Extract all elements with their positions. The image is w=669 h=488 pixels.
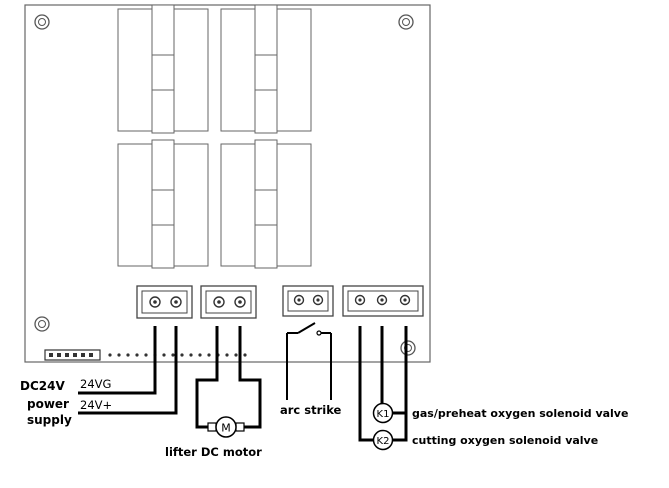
motor-wires bbox=[195, 326, 262, 429]
motor-symbol bbox=[207, 416, 245, 438]
label-arc-strike: arc strike bbox=[280, 403, 342, 417]
label-supply-line3: supply bbox=[27, 413, 72, 427]
relay-top-right bbox=[220, 4, 312, 134]
label-motor: lifter DC motor bbox=[165, 445, 262, 459]
k2-coil bbox=[372, 429, 394, 451]
label-k1-valve: gas/preheat oxygen solenoid valve bbox=[412, 407, 628, 420]
switch-contact bbox=[316, 330, 322, 336]
k2-symbol: K2 bbox=[377, 436, 390, 447]
terminal-power bbox=[136, 285, 193, 319]
relay-bottom-left bbox=[117, 139, 209, 269]
label-k2-valve: cutting oxygen solenoid valve bbox=[412, 434, 598, 447]
k1-symbol: K1 bbox=[377, 409, 390, 420]
motor-symbol-letter: M bbox=[221, 422, 231, 435]
mounting-hole-bottom-left bbox=[34, 316, 50, 332]
terminal-arc-strike bbox=[282, 285, 334, 317]
label-wire-24vg: 24VG bbox=[80, 377, 111, 391]
mounting-hole-top-left bbox=[34, 14, 50, 30]
power-wires bbox=[78, 326, 178, 415]
pin-header bbox=[44, 349, 101, 361]
k1-coil bbox=[372, 402, 394, 424]
arc-strike-switch bbox=[286, 322, 332, 400]
label-wire-24vplus: 24V+ bbox=[80, 398, 112, 412]
terminal-solenoid bbox=[342, 285, 424, 317]
relay-bottom-right bbox=[220, 139, 312, 269]
label-supply-line2: power bbox=[27, 397, 69, 411]
relay-top-left bbox=[117, 4, 209, 134]
terminal-motor bbox=[200, 285, 257, 319]
mounting-hole-top-right bbox=[398, 14, 414, 30]
solenoid-wires bbox=[358, 326, 408, 442]
label-supply-line1: DC24V bbox=[20, 379, 65, 393]
